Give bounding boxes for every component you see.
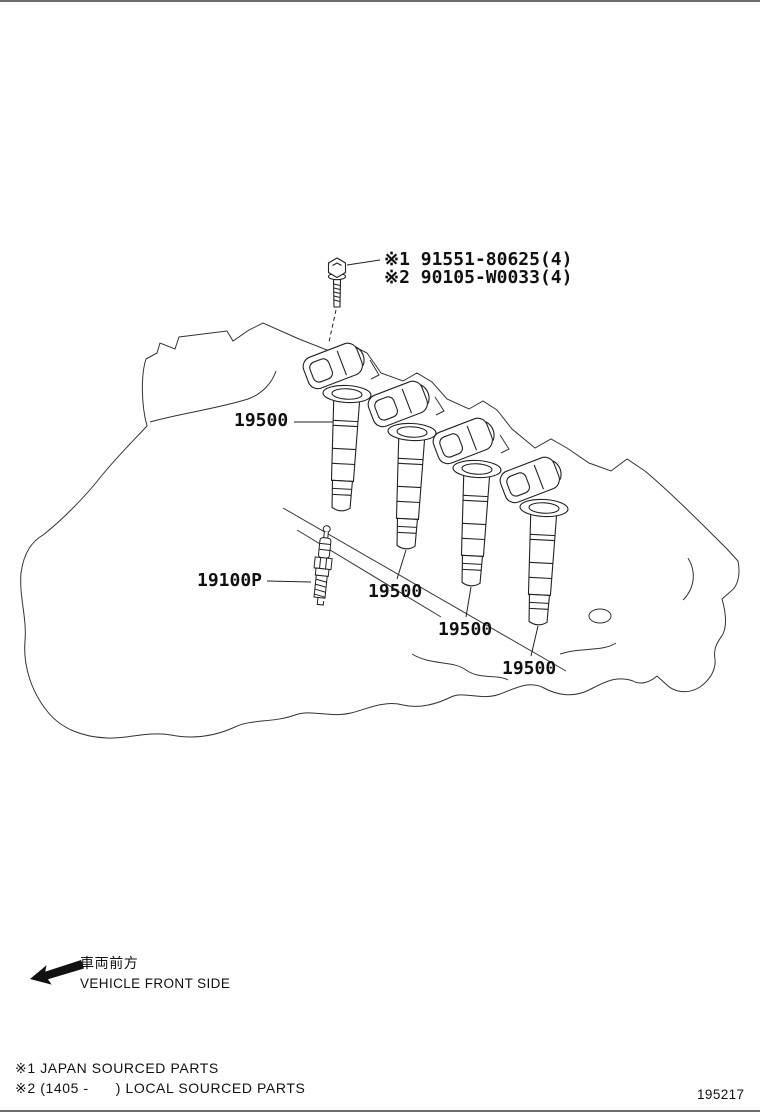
ignition-coil-2: [356, 373, 440, 551]
mounting-bolt: [327, 257, 347, 308]
vehicle-front-arrow: [30, 959, 85, 985]
bolt-alignment-dashed-line: [328, 309, 337, 343]
part-number-bolt-line1: ※1 91551-80625(4): [384, 249, 573, 270]
part-number-coil-3: 19500: [438, 619, 493, 640]
part-number-spark-plug: 19100P: [197, 570, 263, 591]
vehicle-front-label-jp: 車両前方: [80, 955, 139, 971]
leader-line-coil-3: [465, 586, 472, 618]
leader-lines: [266, 259, 539, 657]
spark-plug: [313, 525, 333, 606]
part-number-coil-1: 19500: [234, 410, 289, 431]
leader-line-coil-2: [396, 549, 407, 580]
ignition-coil-4: [488, 449, 572, 627]
leader-line-bolt-label: [346, 259, 381, 266]
part-number-coil-2: 19500: [368, 581, 423, 602]
engine-outline: [20, 322, 740, 739]
leader-line-coil-4: [530, 625, 539, 657]
vehicle-front-label-en: VEHICLE FRONT SIDE: [80, 976, 231, 991]
ignition-coil-3: [421, 410, 505, 588]
leader-line-spark-plug: [266, 580, 312, 583]
note-local-sourced-parts: ※2 (1405 - ) LOCAL SOURCED PARTS: [15, 1080, 306, 1096]
part-number-bolt-line2: ※2 90105-W0033(4): [384, 267, 573, 288]
note-japan-sourced-parts: ※1 JAPAN SOURCED PARTS: [15, 1060, 219, 1076]
ignition-coil-1: [291, 335, 375, 513]
figure-number: 195217: [697, 1087, 745, 1102]
part-number-coil-4: 19500: [502, 658, 557, 679]
